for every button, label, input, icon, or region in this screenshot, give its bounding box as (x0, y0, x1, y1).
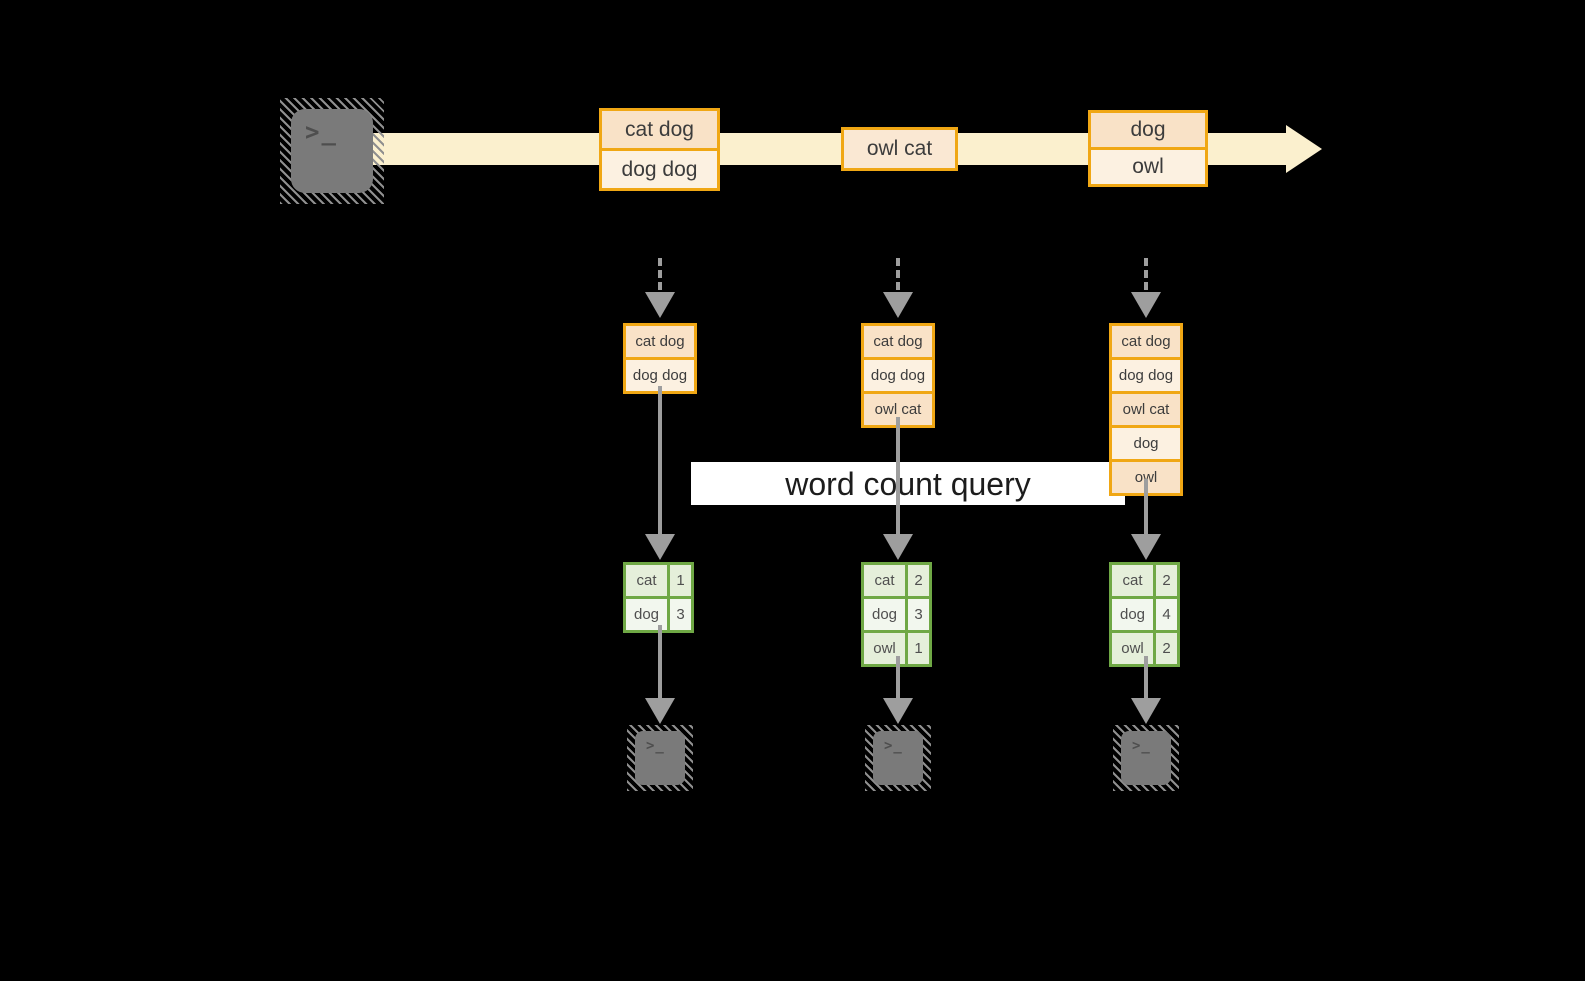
state-stack-2: cat dog dog dog owl cat (861, 323, 935, 428)
terminal-prompt-icon: >_ (646, 738, 665, 754)
state-line: cat dog (623, 323, 697, 360)
count-value: 1 (667, 562, 694, 599)
state-line: dog dog (861, 357, 935, 394)
count-word: dog (1109, 596, 1156, 633)
batch-line: dog (1088, 110, 1208, 150)
terminal-screen: >_ (1121, 731, 1171, 785)
sink-terminal-icon: >_ (1113, 725, 1179, 791)
count-value: 1 (905, 630, 932, 667)
arrow-line (658, 625, 662, 700)
arrow-head-icon (883, 534, 913, 560)
terminal-prompt-icon: >_ (884, 738, 903, 754)
arrow-head-icon (1131, 534, 1161, 560)
count-table-3: cat 2 dog 4 owl 2 (1109, 562, 1180, 667)
terminal-prompt-icon: >_ (1132, 738, 1151, 754)
arrow-head-icon (1131, 698, 1161, 724)
count-word: owl (1109, 630, 1156, 667)
count-word: cat (1109, 562, 1156, 599)
count-value: 2 (905, 562, 932, 599)
state-line: cat dog (1109, 323, 1183, 360)
count-value: 3 (905, 596, 932, 633)
arrow-line (1144, 656, 1148, 700)
dashed-arrow-line (896, 258, 900, 290)
dashed-arrow-head-icon (645, 292, 675, 318)
count-word: cat (861, 562, 908, 599)
count-table-2: cat 2 dog 3 owl 1 (861, 562, 932, 667)
state-line: dog dog (1109, 357, 1183, 394)
arrow-line (658, 386, 662, 536)
count-word: dog (861, 596, 908, 633)
count-value: 2 (1153, 630, 1180, 667)
batch-line: owl (1088, 147, 1208, 187)
state-stack-1: cat dog dog dog (623, 323, 697, 394)
count-table-1: cat 1 dog 3 (623, 562, 694, 633)
arrow-head-icon (645, 698, 675, 724)
dashed-arrow-line (1144, 258, 1148, 290)
stream-batch-3: dog owl (1088, 110, 1208, 187)
count-value: 2 (1153, 562, 1180, 599)
arrow-head-icon (883, 698, 913, 724)
dashed-arrow-head-icon (1131, 292, 1161, 318)
state-line: cat dog (861, 323, 935, 360)
terminal-prompt-icon: >_ (305, 118, 338, 146)
state-line: dog dog (623, 357, 697, 394)
terminal-screen: >_ (291, 109, 373, 193)
batch-line: owl cat (841, 127, 958, 171)
arrow-head-icon (645, 534, 675, 560)
sink-terminal-icon: >_ (627, 725, 693, 791)
state-line: owl cat (1109, 391, 1183, 428)
terminal-screen: >_ (635, 731, 685, 785)
stream-timeline-arrowhead-icon (1286, 125, 1322, 173)
count-value: 4 (1153, 596, 1180, 633)
stream-batch-1: cat dog dog dog (599, 108, 720, 191)
arrow-line (1144, 479, 1148, 536)
state-stack-3: cat dog dog dog owl cat dog owl (1109, 323, 1183, 496)
sink-terminal-icon: >_ (865, 725, 931, 791)
count-word: owl (861, 630, 908, 667)
count-word: dog (623, 596, 670, 633)
dashed-arrow-head-icon (883, 292, 913, 318)
stream-batch-2: owl cat (841, 127, 958, 171)
state-line: dog (1109, 425, 1183, 462)
dashed-arrow-line (658, 258, 662, 290)
terminal-screen: >_ (873, 731, 923, 785)
query-label: word count query (691, 462, 1125, 505)
count-value: 3 (667, 596, 694, 633)
count-word: cat (623, 562, 670, 599)
source-terminal-icon: >_ (280, 98, 384, 204)
arrow-line (896, 656, 900, 700)
batch-line: dog dog (599, 148, 720, 191)
arrow-line (896, 417, 900, 536)
batch-line: cat dog (599, 108, 720, 151)
